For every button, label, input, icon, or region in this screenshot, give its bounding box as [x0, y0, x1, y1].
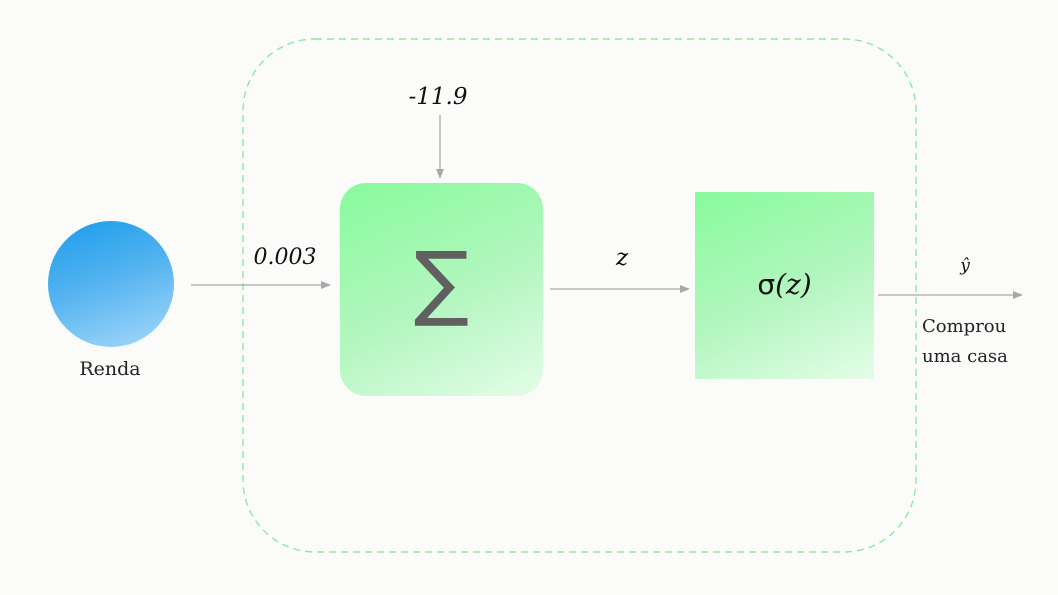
output-description-line1: Comprou	[922, 316, 1007, 337]
bias-label: -11.9	[408, 84, 468, 110]
output-symbol: ŷ	[960, 256, 970, 276]
z-label: z	[615, 245, 629, 271]
neuron-boundary	[242, 38, 917, 553]
sigma-symbol: σ	[757, 268, 776, 301]
weight-label: 0.003	[253, 245, 317, 270]
output-description-line2: uma casa	[922, 346, 1008, 367]
input-label: Renda	[79, 358, 141, 380]
activation-function: σ(z)	[695, 268, 874, 301]
activation-block: σ(z)	[695, 192, 874, 379]
summation-block: ∑	[340, 183, 543, 396]
activation-argument: (z)	[775, 268, 812, 301]
output-description: Comprou uma casa	[922, 312, 1042, 372]
summation-symbol: ∑	[413, 235, 470, 330]
input-node	[48, 221, 174, 347]
